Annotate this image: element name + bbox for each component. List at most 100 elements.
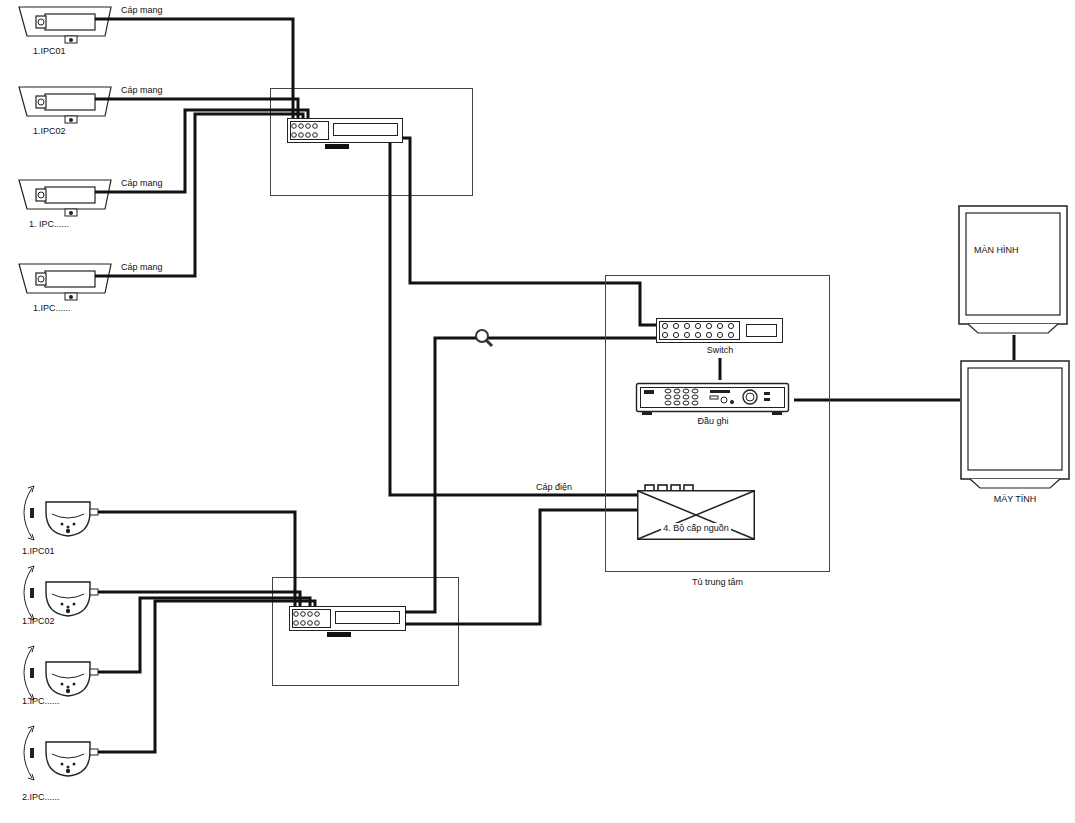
crt-screen-art [958, 205, 1068, 335]
line-art [69, 118, 73, 122]
node-label: 2.IPC...... [22, 792, 60, 803]
line-art [61, 763, 64, 766]
line-art [28, 726, 34, 732]
node-label: 4. Bộ cấp nguồn [661, 523, 731, 534]
dome-camera: 1.IPC01 [18, 482, 98, 562]
line-art [486, 340, 492, 346]
network-cables [98, 19, 656, 752]
dome-camera-art [18, 642, 98, 704]
line-art [327, 632, 351, 637]
label-anchor: Cáp mang [120, 262, 164, 273]
line-art [637, 384, 789, 412]
line-art [65, 209, 77, 216]
line-art [642, 411, 652, 415]
line-art [30, 748, 34, 758]
line-art [95, 98, 115, 101]
line-art [38, 19, 44, 25]
connector [719, 358, 722, 380]
video-recorder: Đầu ghi [632, 380, 794, 428]
connector [794, 399, 960, 402]
label-anchor: Cáp mang [120, 5, 164, 16]
line-art [294, 621, 299, 626]
line-art [52, 514, 84, 518]
line-art [684, 323, 689, 328]
network-switch: Switch [650, 314, 790, 358]
line-art [95, 191, 115, 194]
line-art [38, 276, 44, 282]
line-art [299, 133, 304, 138]
line-art [65, 116, 77, 123]
line-art [95, 275, 115, 278]
line-art [73, 603, 76, 606]
node-label: MÁY TÍNH [994, 494, 1037, 505]
line-art [683, 389, 689, 393]
line-art [30, 668, 34, 678]
line-art [657, 319, 783, 343]
bottom-switch [290, 607, 406, 638]
line-art [36, 273, 46, 285]
line-art [290, 607, 406, 631]
line-art [66, 609, 70, 613]
line-art [73, 683, 76, 686]
line-art [46, 582, 90, 616]
monitor: MÀN HÌNH [958, 205, 1068, 335]
line-art [730, 400, 734, 404]
line-art [46, 502, 90, 536]
line-art [28, 534, 34, 540]
uplink-cable [402, 138, 656, 325]
line-art [28, 646, 34, 652]
line-art [19, 7, 111, 36]
line-art [674, 389, 680, 393]
dome-camera-art [18, 482, 98, 544]
cable-label: Cáp mang [120, 178, 164, 189]
cable [98, 601, 315, 752]
node-label: 1.IPC01 [33, 46, 66, 57]
line-art [90, 589, 98, 595]
line-art [706, 323, 711, 328]
dome-camera-art [18, 722, 98, 784]
line-art [66, 769, 70, 773]
line-art [968, 324, 1058, 333]
line-art [665, 389, 671, 393]
line-art [292, 133, 297, 138]
bullet-camera: 1.IPC...... [15, 262, 115, 320]
node-label: MÀN HÌNH [974, 245, 1019, 256]
line-art [45, 271, 95, 287]
line-art [721, 397, 727, 403]
line-art [67, 686, 70, 689]
line-art [717, 323, 722, 328]
line-art [19, 180, 111, 209]
cable [115, 114, 303, 276]
node-label: Tủ trung tâm [692, 577, 743, 588]
node-label: Đầu ghi [697, 416, 728, 427]
line-art [313, 124, 318, 129]
line-art [683, 395, 689, 399]
line-art [665, 401, 671, 405]
line-art [728, 332, 733, 337]
bullet-camera: 1.IPC02 [15, 85, 115, 143]
line-art [61, 603, 64, 606]
line-art [36, 189, 46, 201]
line-art [299, 124, 304, 129]
node-label: 1.IPC...... [22, 696, 60, 707]
dome-camera: 1.IPC...... [18, 642, 98, 722]
line-art [764, 392, 770, 395]
computer: MÁY TÍNH [960, 360, 1070, 490]
line-art [67, 526, 70, 529]
line-art [959, 206, 1067, 324]
dome-camera: 2.IPC...... [18, 722, 98, 802]
line-art [61, 523, 64, 526]
line-art [308, 621, 313, 626]
line-art [45, 94, 95, 110]
line-art [641, 388, 785, 408]
line-art [30, 508, 34, 518]
line-art [52, 594, 84, 598]
line-art [301, 612, 306, 617]
line-art [606, 276, 830, 572]
line-art [288, 119, 403, 143]
bullet-camera-art [15, 5, 115, 47]
line-art [717, 332, 722, 337]
node-label: Switch [707, 345, 734, 356]
top-enclosure [271, 89, 473, 196]
